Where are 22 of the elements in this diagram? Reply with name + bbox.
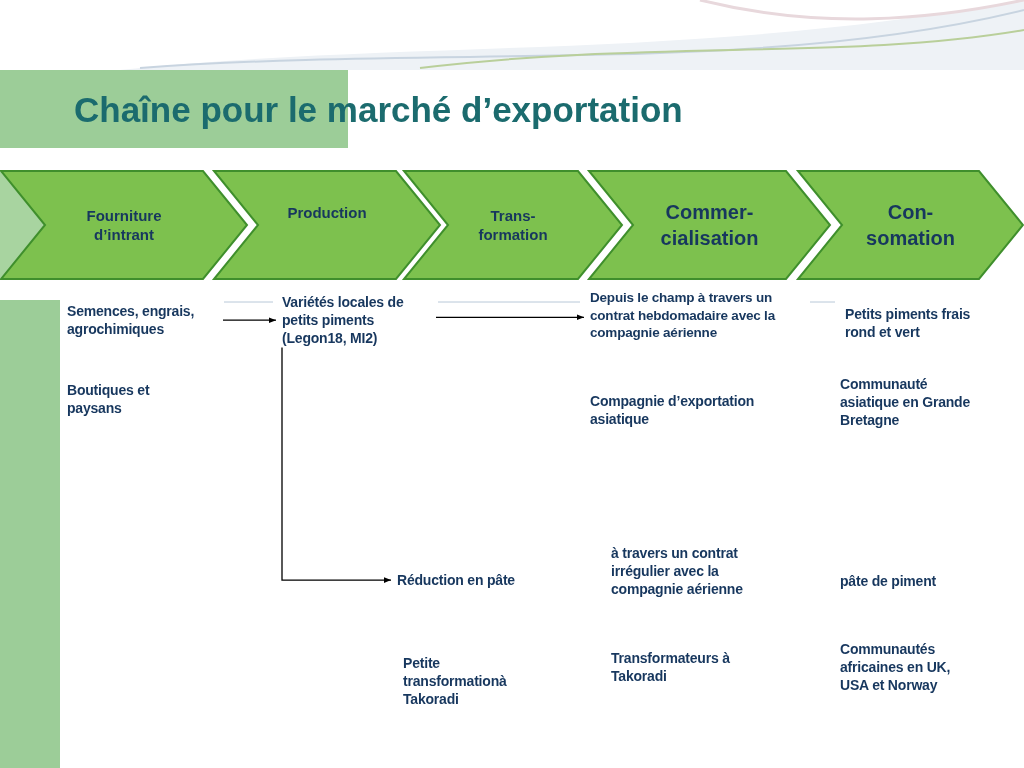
chevron-step: Fourniture d’intrant xyxy=(0,170,248,280)
note-text: Communautés africaines en UK, USA et Norway xyxy=(840,640,952,695)
note-text: Boutiques et paysans xyxy=(67,381,151,418)
note-text: Petite transformationà Takoradi xyxy=(403,654,508,709)
arrow xyxy=(222,317,277,323)
note-text: Petits piments frais rond et vert xyxy=(845,305,972,342)
title: Chaîne pour le marché d’exportation xyxy=(74,90,683,130)
step-text: Variétés locales de petits piments (Legon18, MI2) xyxy=(282,293,405,348)
step-text: Réduction en pâte xyxy=(397,571,516,590)
arrow xyxy=(281,346,392,583)
chevron-step: Production xyxy=(213,170,441,280)
step-text: Semences, engrais, agrochimiques xyxy=(67,302,196,339)
note-text: à travers un contrat irrégulier avec la compagnie aérienne xyxy=(611,544,744,599)
note-text: pâte de piment xyxy=(840,572,937,591)
note-text: Communauté asiatique en Grande Bretagne xyxy=(840,375,972,430)
note-text: Transformateurs à Takoradi xyxy=(611,649,731,686)
step-text: Depuis le champ à travers un contrat hebdomadaire avec la compagnie aérienne xyxy=(590,289,777,342)
chevron-step: Con- somation xyxy=(797,170,1024,280)
chevron-step: Trans- formation xyxy=(403,170,623,280)
note-text: Compagnie d’exportation asiatique xyxy=(590,392,756,429)
chevron-step: Commer- cialisation xyxy=(588,170,831,280)
arrow xyxy=(435,314,585,321)
